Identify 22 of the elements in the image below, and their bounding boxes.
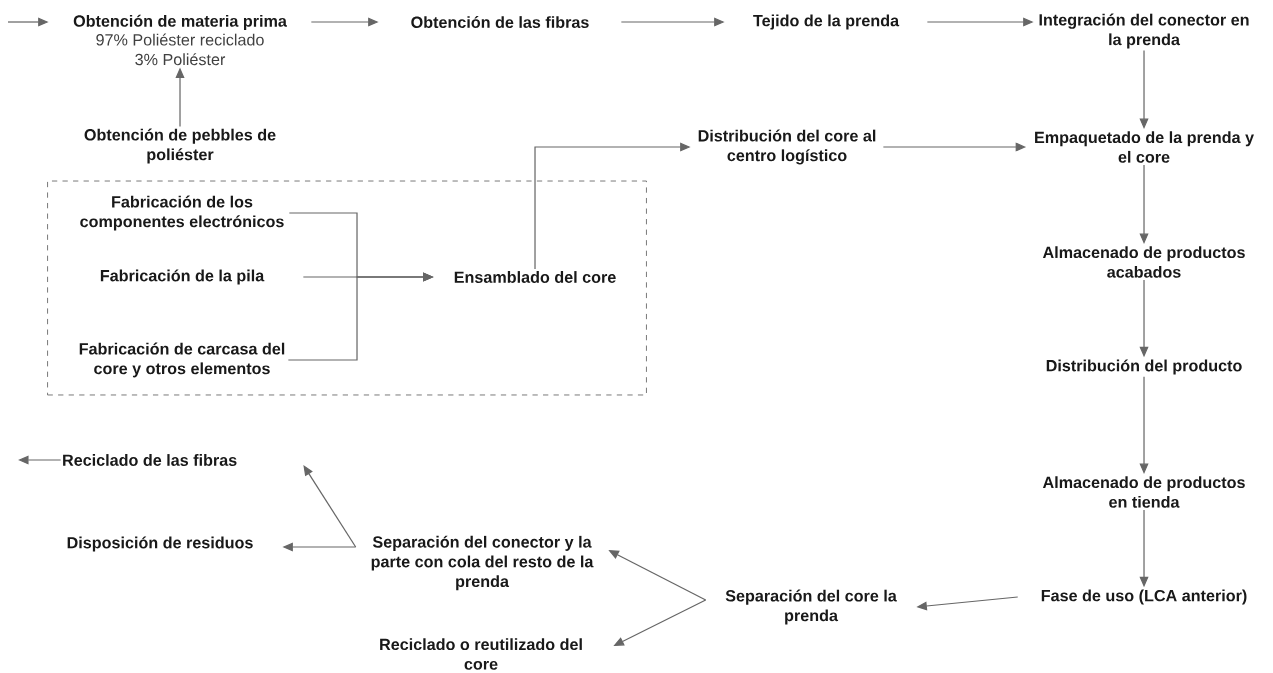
process-step: Obtención de materia prima 97% Poliéster reciclado 3% Poliéster bbox=[73, 14, 287, 66]
process-step: Separación del core la prenda bbox=[725, 589, 897, 625]
process-step: Almacenado de productos en tienda bbox=[1042, 476, 1245, 508]
process-step: Fabricación de la pila bbox=[100, 269, 265, 285]
process-step: Obtención de pebbles de poliéster bbox=[84, 128, 276, 164]
process-step: Fabricación de los componentes electrónicos bbox=[80, 195, 284, 231]
dashed-group-box bbox=[47, 180, 647, 396]
process-step: Disposición de residuos bbox=[67, 536, 253, 552]
process-step: Separación del conector y la parte con cola del resto de la prenda bbox=[371, 535, 594, 591]
process-step: Empaquetado de la prenda y el core bbox=[1035, 131, 1254, 163]
process-step: Tejido de la prenda bbox=[753, 14, 900, 30]
process-step: Integración del conector en la prenda bbox=[1039, 13, 1249, 49]
process-step: Fase de uso (LCA anterior) bbox=[1041, 589, 1247, 605]
process-step: Distribución del core al centro logístico bbox=[698, 129, 876, 165]
process-step: Obtención de las fibras bbox=[411, 15, 589, 28]
process-step: Distribución del producto bbox=[1046, 359, 1242, 375]
process-step: Reciclado o reutilizado del core bbox=[380, 638, 582, 670]
process-step: Reciclado de las fibras bbox=[63, 454, 237, 466]
process-step: Ensamblado del core bbox=[454, 271, 616, 283]
process-step: Fabricación de carcasa del core y otros elementos bbox=[79, 342, 285, 378]
process-step: Almacenado de productos acabados bbox=[1042, 246, 1245, 278]
arrow bbox=[303, 465, 357, 548]
